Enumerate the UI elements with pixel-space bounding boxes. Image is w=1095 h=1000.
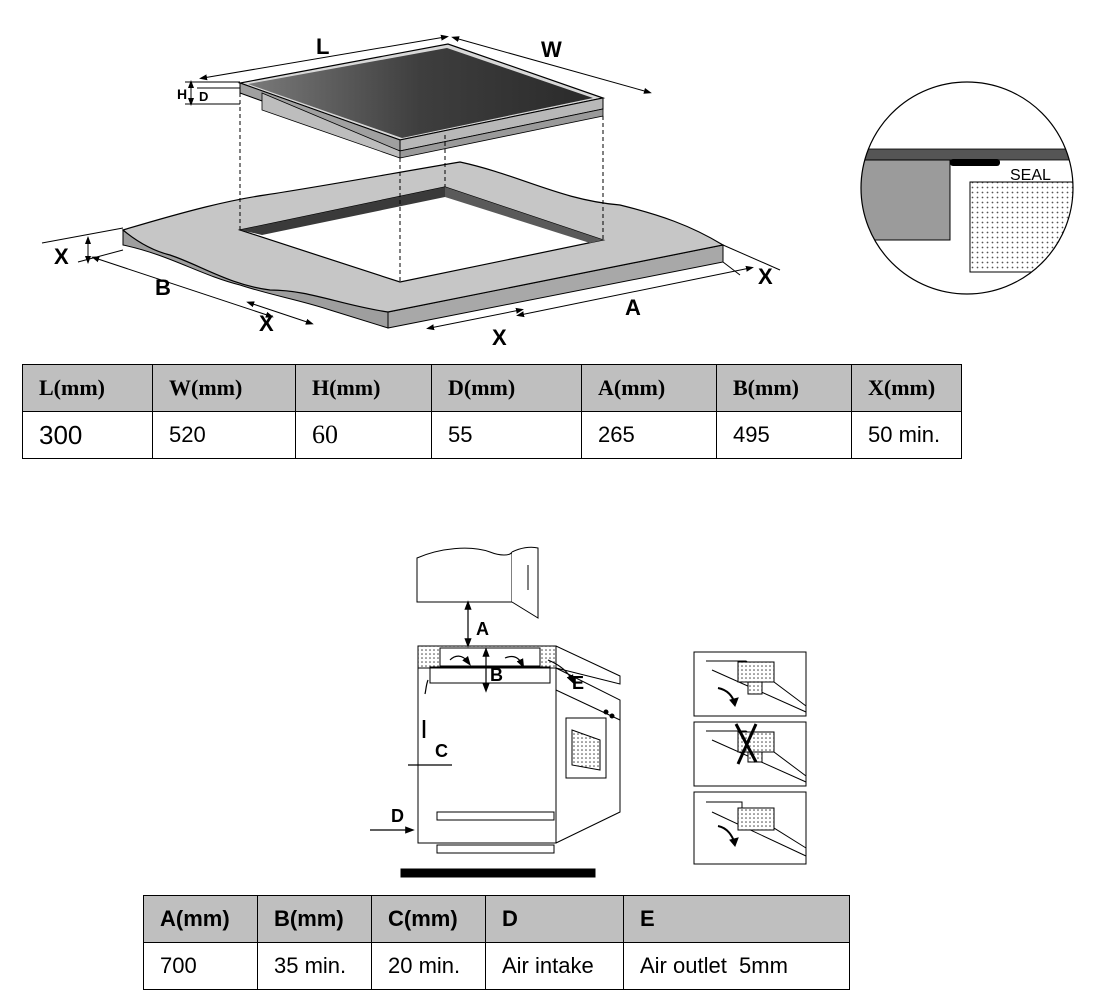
value-D: 55: [431, 411, 582, 459]
dimension-lines: [41, 34, 781, 331]
header-D: D(mm): [431, 364, 582, 412]
cabinet-worktop: [417, 645, 621, 685]
label-W: W: [541, 37, 562, 62]
vent-header-E: E: [623, 895, 850, 943]
table-header-row: L(mm) W(mm) H(mm) D(mm) A(mm) B(mm) X(mm…: [22, 364, 962, 412]
upper-cabinet: [416, 546, 539, 619]
vent-label-C: C: [435, 741, 448, 761]
label-X-left: X: [54, 244, 69, 269]
seal-detail: SEAL: [860, 81, 1074, 295]
label-B: B: [155, 275, 171, 300]
vent-header-B: B(mm): [257, 895, 372, 943]
label-D: D: [199, 89, 208, 104]
vent-value-C: 20 min.: [371, 942, 486, 990]
label-H: H: [177, 86, 187, 102]
label-X-right: X: [758, 264, 773, 289]
value-H: 60: [295, 411, 432, 459]
vent-header-A: A(mm): [143, 895, 258, 943]
value-W: 520: [152, 411, 296, 459]
label-A: A: [625, 295, 641, 320]
projection-lines: [239, 93, 604, 282]
value-L: 300: [22, 411, 153, 459]
vent-label-A: A: [476, 619, 489, 639]
vent-header-C: C(mm): [371, 895, 486, 943]
vent-value-E: Air outlet 5mm: [623, 942, 850, 990]
detail-panel-correct-1: [693, 651, 807, 717]
seal-detail-panels: [693, 651, 807, 865]
header-L: L(mm): [22, 364, 153, 412]
detail-panel-incorrect: [693, 721, 807, 787]
header-B: B(mm): [716, 364, 852, 412]
label-X-front-left: X: [259, 311, 274, 336]
label-seal: SEAL: [1010, 167, 1051, 184]
table-row: 300 520 60 55 265 495 50 min.: [22, 411, 962, 459]
ventilation-table: A(mm) B(mm) C(mm) D E 700 35 min. 20 min…: [143, 895, 850, 990]
table-row: 700 35 min. 20 min. Air intake Air outle…: [143, 942, 850, 990]
airflow-right-icon: [504, 655, 525, 669]
header-A: A(mm): [581, 364, 717, 412]
label-X-front: X: [492, 325, 507, 350]
airflow-left-icon: [449, 655, 471, 666]
vent-label-B: B: [490, 665, 503, 685]
vent-value-B: 35 min.: [257, 942, 372, 990]
vent-label-D: D: [391, 806, 404, 826]
air-outlet-arrow: [547, 659, 575, 685]
value-B: 495: [716, 411, 852, 459]
table-header-row: A(mm) B(mm) C(mm) D E: [143, 895, 850, 943]
value-X: 50 min.: [851, 411, 962, 459]
vent-header-D: D: [485, 895, 624, 943]
vent-value-A: 700: [143, 942, 258, 990]
vent-value-D: Air intake: [485, 942, 624, 990]
header-H: H(mm): [295, 364, 432, 412]
label-L: L: [316, 34, 329, 59]
detail-panel-correct-2: [693, 791, 807, 865]
vent-label-E: E: [572, 673, 584, 693]
value-A: 265: [581, 411, 717, 459]
cabinet-body: [400, 667, 621, 878]
airflow-curve-icon: [424, 679, 429, 695]
hob-dimensions-table: L(mm) W(mm) H(mm) D(mm) A(mm) B(mm) X(mm…: [22, 364, 962, 459]
header-X: X(mm): [851, 364, 962, 412]
